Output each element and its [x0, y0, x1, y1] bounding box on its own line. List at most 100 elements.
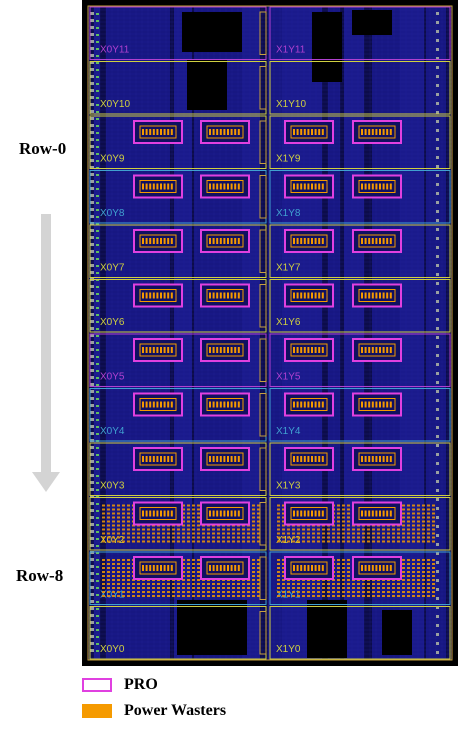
power-waster-cell: [357, 532, 360, 535]
pro-waster-cell: [386, 292, 389, 299]
power-waster-cell: [427, 540, 430, 543]
pro-waster-cell: [382, 510, 385, 517]
power-waster-cell: [407, 571, 410, 573]
clock-spine: [259, 11, 267, 55]
power-waster-cell: [412, 532, 415, 535]
io-pad: [436, 426, 439, 429]
power-waster-cell: [227, 528, 230, 531]
power-waster-cell: [112, 540, 115, 543]
power-waster-cell: [412, 512, 415, 515]
power-waster-cell: [417, 536, 420, 539]
pro-inner: [206, 343, 244, 357]
power-waster-cell: [237, 536, 240, 539]
pro-waster-cell: [163, 347, 166, 353]
power-waster-cell: [327, 591, 330, 593]
power-waster-cell: [347, 532, 350, 535]
pro-waster-cell: [209, 401, 211, 408]
power-waster-cell: [107, 591, 110, 593]
pro-waster-cell: [379, 238, 381, 244]
fabric-column: [268, 6, 282, 660]
clock-spine: [259, 120, 267, 164]
power-waster-cell: [392, 540, 395, 543]
io-pad: [96, 104, 99, 106]
power-waster-cell: [422, 591, 425, 593]
power-waster-cell: [342, 587, 345, 589]
pro-waster-cell: [170, 565, 173, 571]
power-waster-cell: [177, 536, 180, 539]
io-pad: [436, 345, 439, 348]
power-waster-cell: [127, 595, 130, 597]
power-waster-cell: [172, 591, 175, 593]
pro-waster-cell: [361, 129, 363, 135]
io-pad: [96, 629, 99, 631]
power-waster-cell: [252, 532, 255, 535]
power-waster-cell: [187, 595, 190, 597]
io-pad: [436, 633, 439, 636]
power-waster-cell: [347, 540, 350, 543]
power-waster-cell: [117, 520, 120, 523]
pro-waster-cell: [152, 456, 155, 462]
power-waster-cell: [412, 587, 415, 589]
power-waster-cell: [192, 591, 195, 593]
power-waster-cell: [112, 587, 115, 589]
power-waster-cell: [237, 540, 240, 543]
power-waster-cell: [247, 536, 250, 539]
power-waster-cell: [152, 528, 155, 531]
power-waster-cell: [172, 583, 175, 585]
pro-waster-cell: [307, 456, 310, 462]
pro-waster-cell: [223, 292, 226, 299]
clock-spine: [259, 284, 267, 328]
pro-waster-cell: [145, 183, 148, 190]
io-pad: [96, 384, 99, 386]
power-waster-cell: [242, 595, 245, 597]
power-waster-cell: [392, 536, 395, 539]
io-pad: [436, 525, 439, 528]
power-waster-cell: [162, 583, 165, 585]
power-waster-cell: [417, 563, 420, 565]
power-waster-cell: [217, 540, 220, 543]
io-pad: [436, 129, 439, 132]
power-waster-cell: [277, 512, 280, 515]
pro-waster-cell: [318, 347, 321, 353]
power-waster-cell: [182, 575, 185, 577]
io-pad: [90, 425, 94, 428]
io-pad: [90, 488, 94, 491]
io-pad: [436, 543, 439, 546]
power-waster-cell: [127, 508, 130, 511]
power-waster-cell: [342, 540, 345, 543]
power-waster-cell: [367, 528, 370, 531]
pro-waster-cell: [209, 510, 211, 517]
io-pad: [90, 131, 94, 134]
power-waster-cell: [312, 587, 315, 589]
io-pad: [90, 236, 94, 239]
power-waster-cell: [402, 508, 405, 511]
power-waster-cell: [337, 520, 340, 523]
power-waster-cell: [337, 591, 340, 593]
power-waster-cell: [402, 575, 405, 577]
pro-waster-cell: [216, 565, 219, 571]
power-waster-cell: [302, 587, 305, 589]
pro-waster-cell: [311, 238, 313, 244]
power-waster-cell: [192, 587, 195, 589]
fabric-column: [426, 6, 446, 660]
io-pad: [96, 363, 99, 365]
power-waster-cell: [427, 571, 430, 573]
power-waster-cell: [182, 563, 185, 565]
power-waster-cell: [112, 591, 115, 593]
pro-waster-cell: [142, 401, 144, 408]
power-waster-cell: [122, 579, 125, 581]
power-waster-cell: [302, 595, 305, 597]
power-waster-cell: [247, 587, 250, 589]
power-waster-cell: [187, 571, 190, 573]
io-pad: [436, 246, 439, 249]
power-waster-cell: [127, 532, 130, 535]
pro-waster-cell: [167, 292, 170, 299]
io-pad: [436, 489, 439, 492]
io-pad: [436, 597, 439, 600]
power-waster-cell: [127, 516, 130, 519]
power-waster-cell: [217, 532, 220, 535]
power-waster-cell: [187, 516, 190, 519]
io-pad: [90, 593, 94, 596]
io-pad: [90, 495, 94, 498]
clock-region-x1y6: [269, 279, 451, 333]
